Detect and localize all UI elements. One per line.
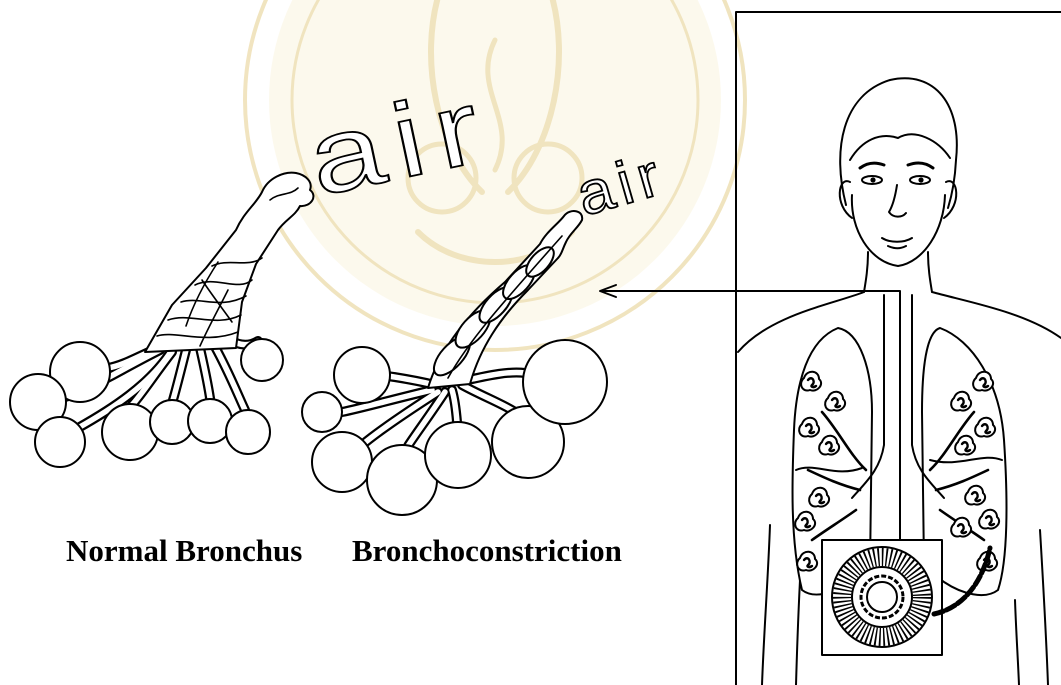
alveolus <box>523 340 607 424</box>
left-arm-inner <box>796 580 800 685</box>
left-ear <box>840 181 852 218</box>
normal-bronchus <box>10 173 313 467</box>
caption-bronchoconstriction: Bronchoconstriction <box>352 533 622 568</box>
alveolus <box>241 339 283 381</box>
cross-section-inset <box>822 540 942 655</box>
bronchus-lumen <box>867 582 897 612</box>
neck-right <box>928 252 932 292</box>
hairline <box>850 134 950 160</box>
hair-outline <box>840 78 957 208</box>
nose <box>889 185 906 217</box>
right-pupil <box>918 177 923 182</box>
right-arm-outer <box>1040 530 1048 685</box>
alveolus <box>188 399 232 443</box>
alveolus <box>312 432 372 492</box>
right-eyebrow <box>908 163 933 168</box>
alveolus <box>334 347 390 403</box>
head <box>840 78 957 266</box>
alveolus <box>425 422 491 488</box>
mouth <box>882 238 912 242</box>
left-arm-outer <box>762 525 770 685</box>
neck-left <box>864 252 868 292</box>
alveolus <box>102 404 158 460</box>
left-pupil <box>870 177 875 182</box>
alveolus <box>302 392 342 432</box>
right-arm-inner <box>1015 600 1019 685</box>
alveolus <box>226 410 270 454</box>
left-eyebrow <box>860 163 884 168</box>
right-shoulder <box>932 292 1061 338</box>
caption-normal-bronchus: Normal Bronchus <box>66 533 302 568</box>
face-outline <box>852 195 945 266</box>
alveolus <box>35 417 85 467</box>
lower-lip <box>888 246 906 248</box>
